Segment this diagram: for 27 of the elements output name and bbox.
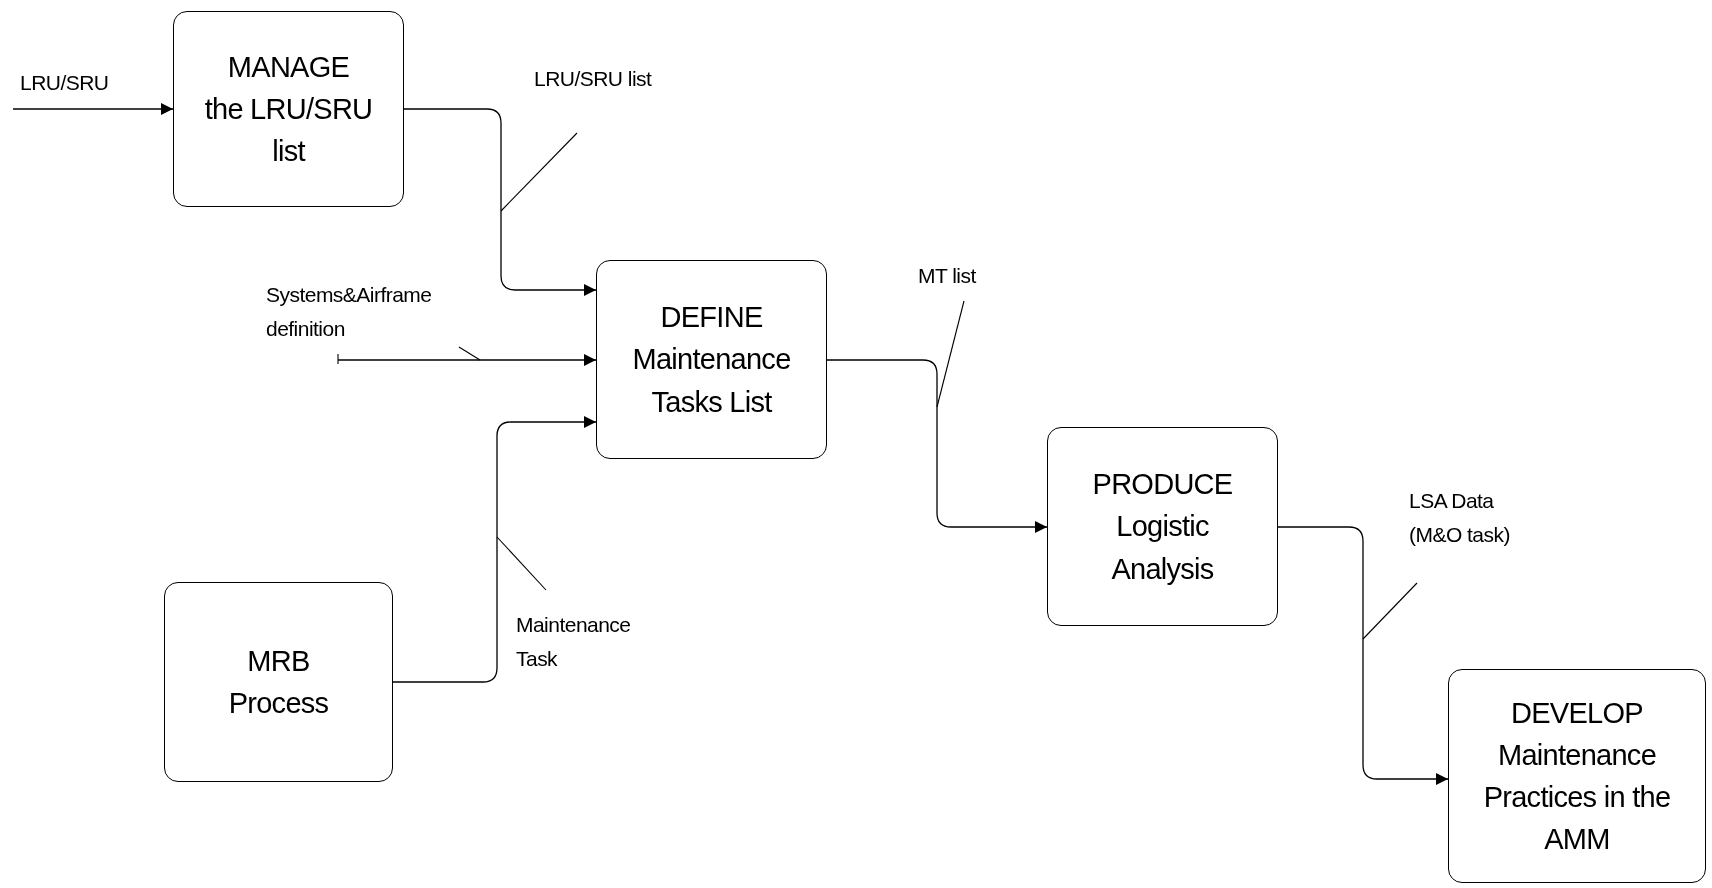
process-box <box>173 11 404 207</box>
edge-label: LSA Data (M&O task) <box>1409 488 1511 548</box>
process-title: MRB <box>247 643 310 679</box>
process-title: DEFINE <box>660 300 763 336</box>
arrow <box>826 359 1048 533</box>
process-box <box>164 582 393 782</box>
process-text: the LRU/SRU list <box>203 91 374 169</box>
process-text: Logistic Analysis <box>1110 509 1215 587</box>
process-title: DEVELOP <box>1511 695 1643 731</box>
arrow <box>12 103 174 115</box>
process-text: Maintenance Tasks List <box>631 342 792 420</box>
process-title: PRODUCE <box>1092 467 1233 503</box>
arrow <box>337 354 597 366</box>
arrow <box>1277 526 1449 785</box>
edge-label: MT list <box>918 263 976 289</box>
process-box <box>1448 669 1706 883</box>
edge-label: LRU/SRU <box>20 70 109 96</box>
process-text: Process <box>228 686 329 721</box>
process-text: Maintenance Practices in the AMM <box>1482 737 1672 858</box>
edge-label: LRU/SRU list <box>534 66 652 92</box>
edge-label: Maintenance Task <box>516 612 632 672</box>
arrow <box>403 108 597 296</box>
process-box <box>596 260 827 459</box>
edge-label: Systems&Airframe definition <box>266 282 433 342</box>
arrow <box>392 416 597 683</box>
process-box <box>1047 427 1278 626</box>
process-title: MANAGE <box>227 49 350 85</box>
